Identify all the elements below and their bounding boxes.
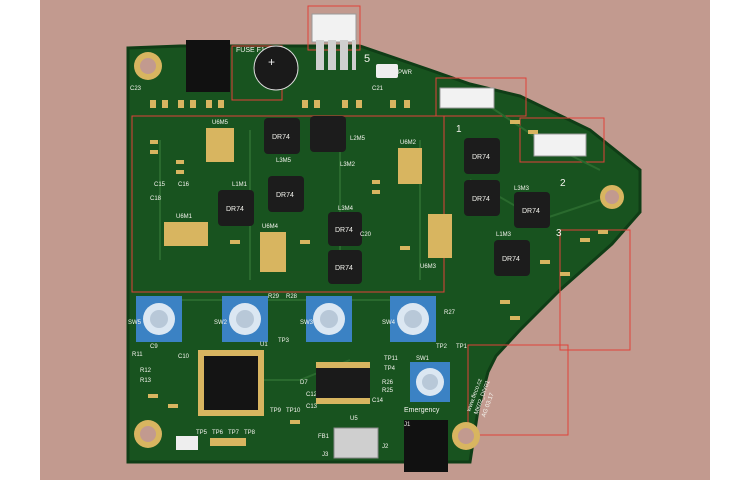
svg-text:L1M3: L1M3: [496, 232, 512, 238]
sw-labels: SW1 SW2 SW3 SW4 SW5: [128, 320, 430, 362]
svg-text:SW2: SW2: [214, 320, 228, 326]
svg-text:C13: C13: [306, 404, 318, 410]
connector-1-label: 1: [456, 124, 462, 135]
usb-connector: [333, 427, 379, 459]
inductor-marks: DR74 DR74 DR74 DR74 DR74 DR74 DR74 DR74 …: [226, 134, 540, 272]
svg-text:SW1: SW1: [416, 356, 430, 362]
svg-text:C12: C12: [306, 392, 318, 398]
testpoint-labels: TP1 TP2 TP3 TP4 TP5 TP6 TP7 TP8 TP9 TP10…: [196, 338, 468, 436]
pwr-label: PWR: [398, 70, 413, 76]
resistor-labels: R29 R28 R27 R26 R25 R12 R13 R11: [132, 294, 456, 394]
inductors: [218, 116, 550, 284]
connector-1: [439, 87, 495, 109]
mcu-label: U1: [260, 342, 268, 348]
mounting-holes: [134, 52, 624, 450]
fuse-label: FUSE F1: [236, 47, 265, 54]
cap-labels: C9 C10 C12 C13 C14 C15 C16 C18 C20 C21 C…: [130, 86, 384, 410]
inductor-labels: L3M5 L2M5 L3M2 L1M1 L3M4 L3M3 L1M3: [232, 136, 530, 238]
svg-text:DR74: DR74: [226, 206, 244, 213]
svg-text:R13: R13: [140, 378, 152, 384]
connector-2: [533, 133, 587, 157]
fb1-label: FB1: [318, 434, 330, 440]
bottom-header: [210, 438, 246, 446]
svg-text:U6M2: U6M2: [400, 140, 417, 146]
svg-text:R28: R28: [286, 294, 298, 300]
svg-text:C21: C21: [372, 86, 384, 92]
svg-text:L1M1: L1M1: [232, 182, 248, 188]
svg-text:U6M3: U6M3: [420, 264, 437, 270]
potentiometers: [136, 296, 450, 402]
svg-text:TP6: TP6: [212, 430, 224, 436]
svg-text:C14: C14: [372, 398, 384, 404]
svg-text:U6M4: U6M4: [262, 224, 279, 230]
svg-text:DR74: DR74: [276, 192, 294, 199]
svg-text:DR74: DR74: [335, 227, 353, 234]
svg-text:L3M3: L3M3: [514, 186, 530, 192]
svg-text:TP8: TP8: [244, 430, 256, 436]
svg-text:R11: R11: [132, 352, 143, 358]
j1-label: J1: [404, 422, 411, 428]
svg-text:L2M5: L2M5: [350, 136, 366, 142]
dc-jack-bottom: [404, 420, 448, 472]
svg-text:C23: C23: [130, 86, 142, 92]
buzzer: [253, 45, 299, 91]
svg-text:TP5: TP5: [196, 430, 208, 436]
svg-text:R25: R25: [382, 388, 394, 394]
svg-text:DR74: DR74: [502, 256, 520, 263]
svg-text:SW4: SW4: [382, 320, 396, 326]
bottom-jst: [176, 436, 198, 450]
misc-smd: [148, 120, 608, 424]
u5-chip: [316, 362, 370, 404]
svg-text:L3M4: L3M4: [338, 206, 354, 212]
svg-text:TP2: TP2: [436, 344, 448, 350]
svg-text:SW5: SW5: [128, 320, 142, 326]
u5-label: U5: [350, 416, 358, 422]
svg-text:R12: R12: [140, 368, 152, 374]
svg-text:R26: R26: [382, 380, 394, 386]
svg-text:SW3: SW3: [300, 320, 314, 326]
svg-text:DR74: DR74: [472, 196, 490, 203]
svg-text:TP10: TP10: [286, 408, 301, 414]
svg-text:L3M5: L3M5: [276, 158, 292, 164]
svg-text:C20: C20: [360, 232, 372, 238]
svg-text:R27: R27: [444, 310, 456, 316]
svg-text:TP9: TP9: [270, 408, 282, 414]
keepout-outlines: [131, 5, 631, 436]
svg-text:TP3: TP3: [278, 338, 290, 344]
ic-labels: U6M5 U6M2 U6M4 U6M1 U6M3: [176, 120, 437, 270]
dc-jack-top: [186, 40, 230, 92]
svg-text:TP1: TP1: [456, 344, 468, 350]
buzzer-plus: +: [268, 55, 275, 69]
svg-text:TP7: TP7: [228, 430, 240, 436]
driver-ics: [164, 128, 452, 272]
svg-text:TP11: TP11: [384, 356, 399, 362]
svg-text:C10: C10: [178, 354, 190, 360]
svg-text:C18: C18: [150, 196, 162, 202]
top-smd-pads: [150, 100, 410, 108]
j3-label: J3: [322, 452, 329, 458]
connector-5-label: 5: [364, 53, 370, 65]
connector-3-label: 3: [556, 228, 562, 239]
mcu-chip: [198, 350, 264, 416]
svg-text:U6M1: U6M1: [176, 214, 193, 220]
svg-text:R29: R29: [268, 294, 280, 300]
svg-text:DR74: DR74: [522, 208, 540, 215]
svg-text:DR74: DR74: [272, 134, 290, 141]
svg-text:U6M5: U6M5: [212, 120, 229, 126]
emergency-label: Emergency: [404, 407, 440, 414]
svg-text:C9: C9: [150, 344, 158, 350]
d7-label: D7: [300, 380, 308, 386]
j2-label: J2: [382, 444, 389, 450]
connector-5: [311, 13, 357, 70]
svg-text:DR74: DR74: [335, 265, 353, 272]
svg-text:TP4: TP4: [384, 366, 396, 372]
svg-text:C16: C16: [178, 182, 190, 188]
connector-2-label: 2: [560, 178, 566, 189]
svg-text:L3M2: L3M2: [340, 162, 356, 168]
svg-text:DR74: DR74: [472, 154, 490, 161]
pwr-jumper: [376, 64, 398, 78]
svg-text:C15: C15: [154, 182, 166, 188]
